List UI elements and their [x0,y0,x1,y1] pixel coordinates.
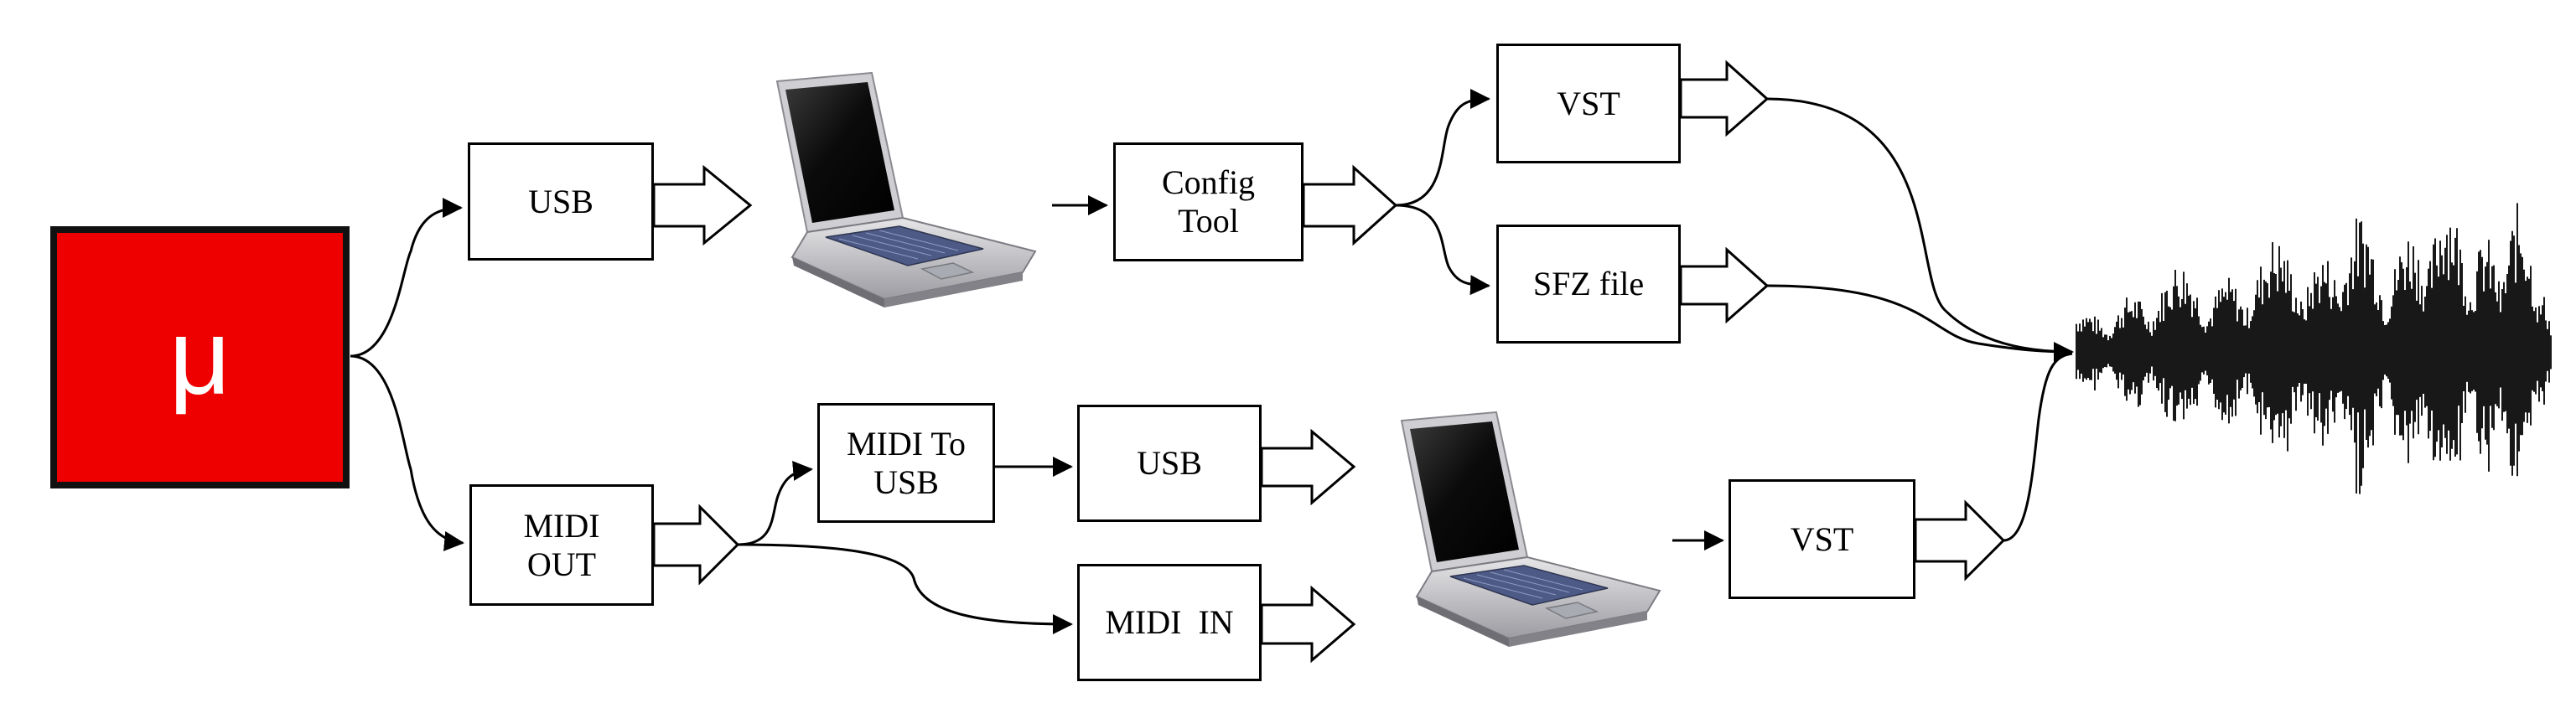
microcontroller-device: μ [50,226,350,488]
laptop-icon [775,71,1037,307]
vst-label: VST [1557,84,1620,122]
link-config-vst [1395,89,1490,207]
usb-label-bottom: USB [1137,444,1202,482]
midi-out-box: MIDI OUT [469,484,654,606]
link-vst-wave [1766,97,2074,362]
link-mu-usb [350,198,463,358]
usb-block-arrow [652,164,753,246]
device-symbol: μ [168,297,231,417]
midi-in-label: MIDI IN [1105,603,1234,641]
link-vst2-wave [2003,352,2073,542]
midi-in-box: MIDI IN [1077,564,1262,681]
midi-to-usb-label: MIDI To USB [846,424,966,501]
midi-out-label: MIDI OUT [523,506,600,583]
sfz-block-arrow [1679,246,1770,324]
link-sfz-wave [1766,284,2073,354]
usb-box: USB [468,142,654,261]
midiout-block-arrow [652,504,740,586]
vst-block-arrow [1679,59,1770,137]
midiin-block-arrow [1260,585,1356,664]
laptop-icon [1400,411,1661,647]
usb2-block-arrow [1260,428,1356,506]
config-tool-label: Config Tool [1161,163,1256,240]
link-midiout-miditousb [737,460,813,546]
sfz-file-label: SFZ file [1532,265,1645,302]
link-mu-midi-out [350,354,464,551]
config-tool-box: Config Tool [1113,142,1304,261]
vst-label-bottom: VST [1790,519,1854,558]
usb-label: USB [528,182,593,220]
usb-box-bottom: USB [1077,405,1262,522]
link-config-sfz [1395,204,1490,296]
vst-box-bottom: VST [1729,479,1915,599]
sfz-file-box: SFZ file [1496,225,1681,344]
config-block-arrow [1302,164,1398,246]
audio-waveform-icon [2076,203,2552,494]
vst2-block-arrow [1914,499,2006,581]
vst-box: VST [1496,44,1681,163]
link-midiout-midiin [737,543,1073,634]
midi-to-usb-box: MIDI To USB [817,403,995,523]
